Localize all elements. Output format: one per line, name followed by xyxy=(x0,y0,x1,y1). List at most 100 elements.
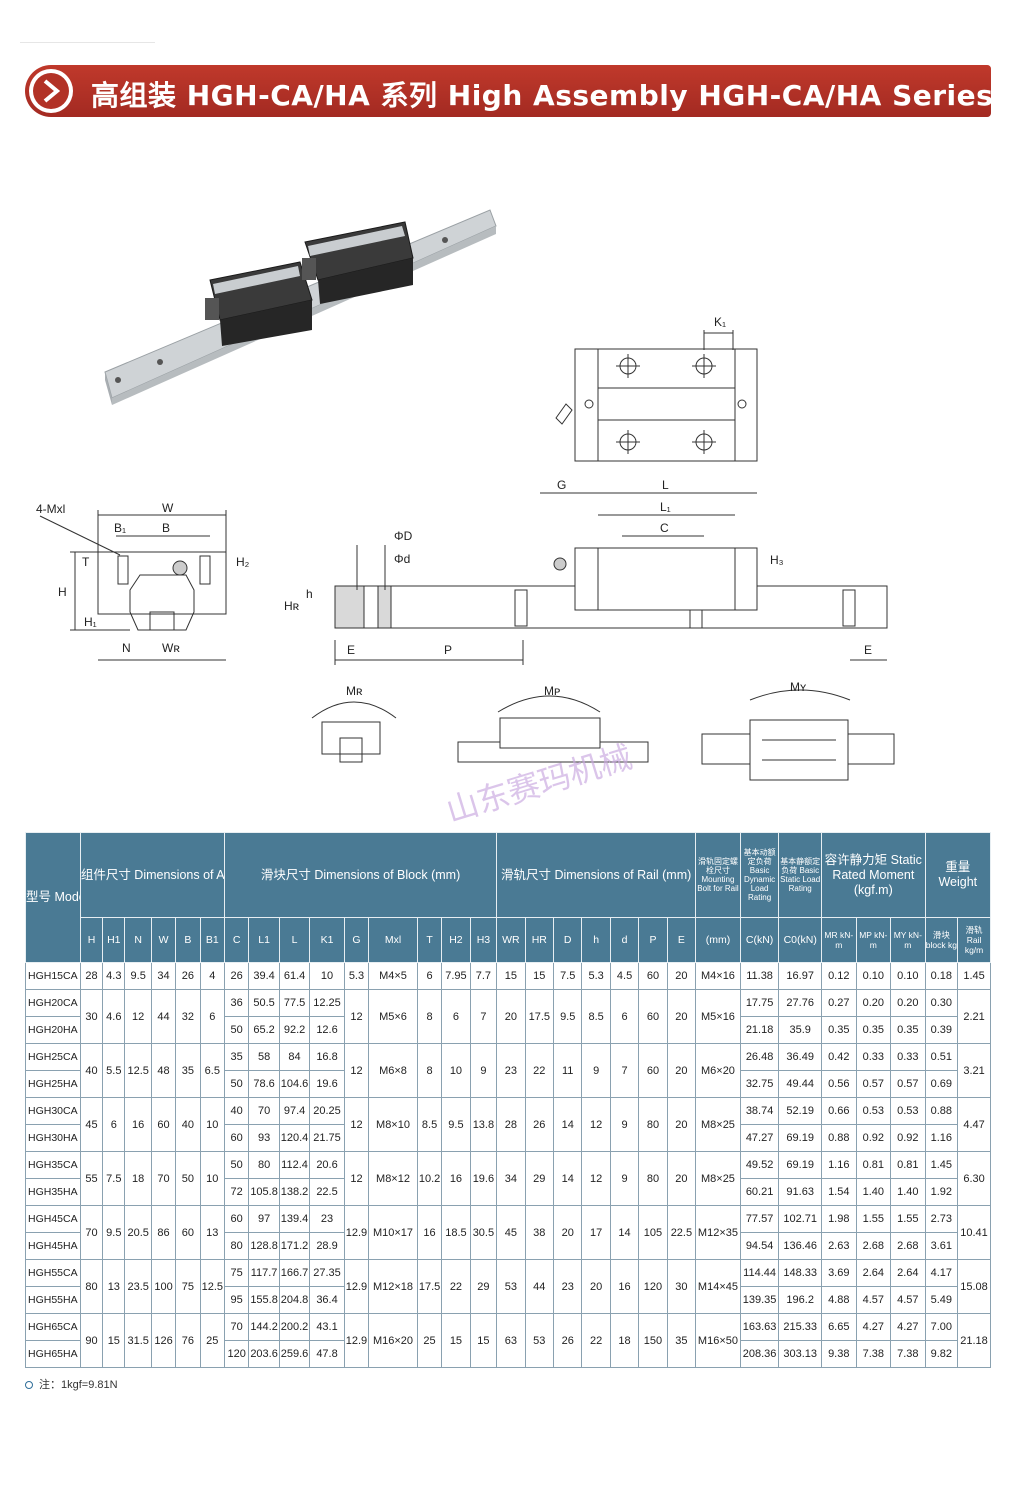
table-cell: 91.63 xyxy=(778,1178,823,1206)
table-cell: 0.35 xyxy=(821,1016,857,1044)
footnote-text: 注：1kgf=9.81N xyxy=(39,1379,118,1391)
table-cell: 35 xyxy=(223,1043,250,1071)
model-cell: HGH25CA xyxy=(25,1043,81,1071)
table-cell: 20 xyxy=(666,962,697,990)
table-cell: 92.2 xyxy=(278,1016,311,1044)
table-cell: 25 xyxy=(416,1313,443,1368)
table-cell: M16×50 xyxy=(695,1313,741,1368)
table-cell: 6 xyxy=(199,989,226,1044)
table-cell: 76 xyxy=(175,1313,201,1368)
table-cell: 1.40 xyxy=(855,1178,892,1206)
table-cell: 26 xyxy=(175,962,201,990)
table-cell: 9.5 xyxy=(124,962,152,990)
label-k1: K₁ xyxy=(714,315,726,329)
column-header: h xyxy=(581,917,611,963)
column-header: Mxl xyxy=(368,917,418,963)
table-cell: 27.76 xyxy=(778,989,823,1017)
table-cell: 112.4 xyxy=(278,1151,311,1179)
column-header: P xyxy=(638,917,668,963)
label-phi-d-big: ΦD xyxy=(394,529,413,543)
table-cell: 12.9 xyxy=(343,1259,370,1314)
table-cell: 27.35 xyxy=(309,1259,345,1287)
table-cell: 0.92 xyxy=(855,1124,892,1152)
column-header: MY kN-m xyxy=(890,917,926,963)
table-cell: 259.6 xyxy=(278,1340,311,1368)
model-cell: HGH55CA xyxy=(25,1259,81,1287)
table-cell: 12 xyxy=(581,1097,611,1152)
table-cell: 34 xyxy=(496,1151,526,1206)
table-cell: 20 xyxy=(496,989,526,1044)
label-c: C xyxy=(660,521,669,535)
table-cell: 10 xyxy=(199,1151,226,1206)
table-cell: 1.98 xyxy=(821,1205,857,1233)
table-cell: 12 xyxy=(343,1151,370,1206)
table-cell: 45 xyxy=(496,1205,526,1260)
column-header: C0(kN) xyxy=(778,917,823,963)
table-cell: 28.9 xyxy=(309,1232,345,1260)
table-cell: M12×35 xyxy=(695,1205,741,1260)
table-cell: 1.54 xyxy=(821,1178,857,1206)
table-cell: 14 xyxy=(609,1205,640,1260)
table-cell: 60 xyxy=(638,1043,668,1098)
column-header: T xyxy=(416,917,443,963)
table-cell: 7.7 xyxy=(469,962,498,990)
table-cell: 70 xyxy=(150,1151,177,1206)
table-cell: 0.42 xyxy=(821,1043,857,1071)
table-cell: 2.73 xyxy=(924,1205,959,1233)
table-cell: 20 xyxy=(552,1205,583,1260)
table-cell: 0.35 xyxy=(890,1016,926,1044)
table-cell: 16.97 xyxy=(778,962,823,990)
column-header: MP kN-m xyxy=(855,917,892,963)
header-dynamic: 基本动额定负荷 Basic Dynamic Load Rating xyxy=(739,832,780,918)
table-cell: 0.51 xyxy=(924,1043,959,1071)
table-cell: 0.57 xyxy=(890,1070,926,1098)
table-cell: 4.3 xyxy=(102,962,126,990)
table-cell: 30 xyxy=(79,989,104,1044)
table-cell: 0.10 xyxy=(855,962,892,990)
table-cell: 26 xyxy=(552,1313,583,1368)
table-cell: 0.27 xyxy=(821,989,857,1017)
label-l: L xyxy=(662,478,669,492)
table-cell: 17.5 xyxy=(416,1259,443,1314)
column-header: WR xyxy=(496,917,526,963)
table-cell: 12.6 xyxy=(309,1016,345,1044)
column-header: MR kN-m xyxy=(821,917,857,963)
label-h3: H₃ xyxy=(770,553,784,567)
table-cell: 8.5 xyxy=(581,989,611,1044)
table-cell: 11 xyxy=(552,1043,583,1098)
table-cell: 6 xyxy=(102,1097,126,1152)
table-cell: 0.88 xyxy=(924,1097,959,1125)
table-cell: 18 xyxy=(124,1151,152,1206)
table-cell: 0.81 xyxy=(890,1151,926,1179)
table-cell: 16 xyxy=(416,1205,443,1260)
table-cell: 60 xyxy=(223,1124,250,1152)
column-header: B1 xyxy=(199,917,226,963)
table-cell: 104.6 xyxy=(278,1070,311,1098)
top-view xyxy=(555,330,758,462)
table-cell: 20.6 xyxy=(309,1151,345,1179)
table-cell: 40 xyxy=(175,1097,201,1152)
table-cell: 38 xyxy=(524,1205,555,1260)
table-cell: 7.38 xyxy=(890,1340,926,1368)
table-cell: 61.4 xyxy=(278,962,311,990)
table-cell: 7 xyxy=(609,1043,640,1098)
table-cell: 3.69 xyxy=(821,1259,857,1287)
model-cell: HGH65HA xyxy=(25,1340,81,1368)
table-cell: 20 xyxy=(666,1097,697,1152)
table-cell: 1.16 xyxy=(821,1151,857,1179)
table-cell: 7.38 xyxy=(855,1340,892,1368)
technical-drawings: K₁ 4-Mxl W B₁ B T H₂ H H₁ N Wʀ ΦD Φd h H… xyxy=(36,209,895,781)
table-cell: 90 xyxy=(79,1313,104,1368)
table-cell: 7 xyxy=(469,989,498,1044)
bullet-icon xyxy=(25,1381,33,1390)
label-w: W xyxy=(162,501,174,515)
table-cell: M12×18 xyxy=(368,1259,418,1314)
table-cell: 14 xyxy=(552,1097,583,1152)
table-cell: 77.5 xyxy=(278,989,311,1017)
table-cell: 12 xyxy=(581,1151,611,1206)
table-cell: 36.49 xyxy=(778,1043,823,1071)
